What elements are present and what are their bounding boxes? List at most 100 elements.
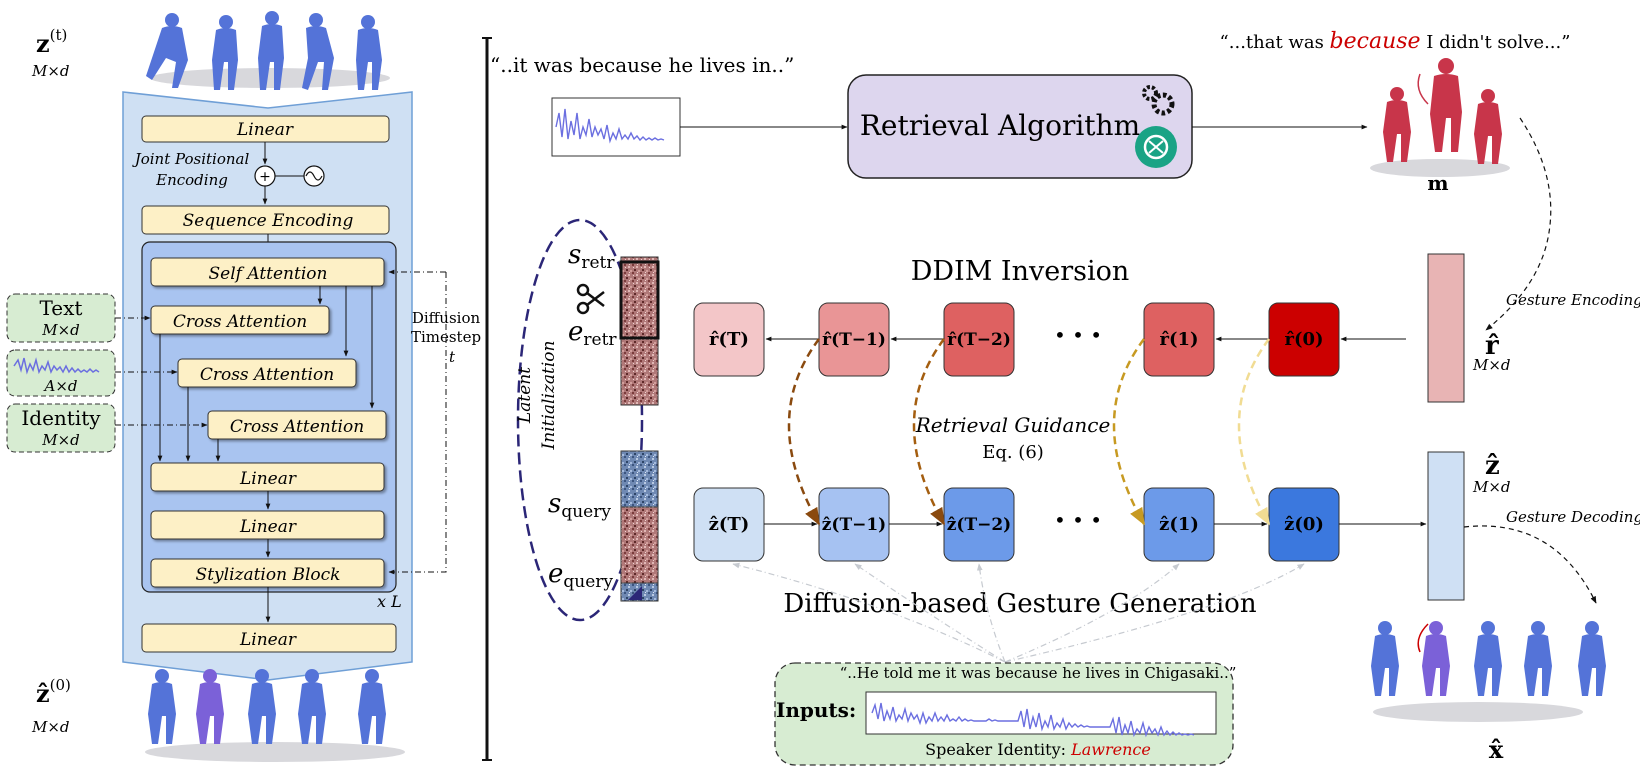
query-noise-strip-red: [620, 506, 659, 584]
svg-text:ẑ(0): ẑ(0): [1284, 514, 1324, 535]
z-node-row: ẑ(T) ẑ(T−1) ẑ(T−2) • • • ẑ(1) ẑ(0): [693, 487, 1340, 562]
retrieval-algorithm-box: Retrieval Algorithm: [847, 74, 1193, 179]
s-retr-label: sretr: [568, 240, 615, 273]
gesture-decoding-arrow: [1463, 525, 1597, 604]
output-gesture-symbol: x̂: [1489, 735, 1504, 764]
r-hat-latent-bar: [1427, 253, 1465, 403]
gesture-decoding-label: Gesture Decoding: [1506, 508, 1640, 526]
timestep-connectors: [388, 269, 447, 575]
ddim-inversion-title: DDIM Inversion: [911, 256, 1130, 287]
cross-attention-1-block: [150, 305, 330, 335]
output-latent-dims: M×d: [31, 718, 70, 736]
linear-bottom-block: Linear: [141, 623, 397, 653]
input-latent-label: z(t): [36, 26, 67, 58]
diffusion-timestep-label-1: Diffusion: [412, 309, 481, 327]
linear-2-label: Linear: [239, 517, 297, 537]
panel-divider: [482, 37, 492, 761]
cross-attention-3-label: Cross Attention: [230, 417, 364, 437]
self-attention-label: Self Attention: [209, 264, 328, 284]
input-speech-quote: “..it was because he lives in..”: [490, 53, 794, 77]
inputs-transcript: “..He told me it was because he lives in…: [840, 664, 1237, 682]
condition-connectors: [115, 315, 208, 428]
repeat-count-label: x L: [377, 592, 402, 611]
audio-waveform-icon: [13, 357, 100, 375]
svg-text:Text: Text: [40, 296, 83, 320]
joint-pe-label-2: Encoding: [155, 171, 228, 189]
retrieved-motion-symbol: m: [1427, 171, 1448, 195]
method-panel: “..it was because he lives in..” Retriev…: [490, 29, 1640, 766]
diffusion-timestep-symbol: t: [449, 348, 456, 366]
text-condition-box: Text M×d: [6, 293, 116, 343]
svg-text:Retrieval Algorithm: Retrieval Algorithm: [860, 109, 1140, 142]
retrieved-segment-highlight: [619, 260, 660, 340]
input-latent-dims: M×d: [31, 62, 70, 80]
scissors-icon: [576, 283, 605, 315]
stylization-label: Stylization Block: [196, 565, 341, 585]
svg-text:+: +: [259, 169, 271, 185]
audio-waveform-icon: [555, 108, 665, 144]
cross-attention-2-label: Cross Attention: [200, 365, 334, 385]
query-noise-strip-blue-top: [620, 450, 659, 508]
svg-text:ẑ(T−2): ẑ(T−2): [947, 515, 1011, 535]
sinusoid-icon: [303, 165, 325, 187]
latent-initialization-label-2: Initialization: [539, 341, 559, 451]
gesture-encoding-arrow: [1485, 117, 1552, 331]
z-row-ellipsis: • • •: [1054, 508, 1102, 532]
retrieval-guidance-label: Retrieval Guidance: [915, 413, 1111, 437]
speaker-identity: Speaker Identity: Lawrence: [925, 740, 1151, 759]
sequence-encoding-block: Sequence Encoding: [141, 205, 390, 235]
r-row-ellipsis: • • •: [1054, 323, 1102, 347]
input-motion-figures: [146, 11, 390, 90]
equation-reference: Eq. (6): [982, 442, 1044, 463]
output-latent-label: ẑ(0): [36, 676, 71, 708]
output-motion-figures: [145, 669, 405, 762]
e-query-label: equery: [548, 559, 613, 592]
inputs-box: Inputs: “..He told me it was because he …: [774, 662, 1237, 766]
gesture-encoding-label: Gesture Encoding: [1506, 291, 1640, 309]
output-gesture-figures: [1371, 621, 1606, 722]
linear-top-block: Linear: [141, 115, 390, 143]
svg-text:Linear: Linear: [239, 630, 297, 650]
r-hat-label: r̂: [1485, 331, 1499, 361]
svg-text:r̂(T−1): r̂(T−1): [822, 330, 886, 350]
audio-condition-box: A×d: [6, 349, 116, 397]
svg-text:Linear: Linear: [236, 120, 294, 140]
r-hat-dims: M×d: [1472, 356, 1511, 374]
audio-waveform-icon: [871, 702, 1195, 738]
svg-text:ẑ(1): ẑ(1): [1159, 514, 1199, 535]
cross-attention-1-label: Cross Attention: [173, 312, 307, 332]
add-icon: +: [254, 165, 276, 187]
cross-attention-2-block: [177, 358, 357, 388]
svg-text:Sequence Encoding: Sequence Encoding: [183, 211, 354, 231]
e-retr-label: eretr: [568, 317, 617, 350]
gear-icon: [1142, 85, 1175, 116]
joint-pe-label-1: Joint Positional: [132, 150, 250, 168]
svg-text:r̂(0): r̂(0): [1284, 329, 1323, 350]
z-hat-dims: M×d: [1472, 478, 1511, 496]
svg-text:r̂(T): r̂(T): [709, 329, 749, 350]
latent-initialization-label-1: Latent: [515, 367, 535, 424]
svg-text:r̂(1): r̂(1): [1159, 329, 1198, 350]
r-node-T: [693, 302, 765, 377]
latent-initialization-ellipse: [516, 218, 644, 622]
retrieved-noise-strip: [620, 256, 659, 406]
s-query-label: squery: [548, 489, 611, 522]
svg-text:M×d: M×d: [41, 431, 80, 449]
svg-text:ẑ(T): ẑ(T): [709, 514, 750, 535]
svg-text:M×d: M×d: [41, 321, 80, 339]
z-hat-label: ẑ: [1485, 451, 1500, 481]
architecture-panel: z(t) M×d Linear Joint Positional Encodin…: [6, 11, 481, 762]
conditioning-arrows: [732, 562, 1305, 663]
retrieved-motion-figures: [1370, 58, 1510, 177]
input-audio-waveform: [551, 97, 681, 157]
copy-arrow-head-icon: [628, 586, 642, 600]
inputs-audio-frame: [865, 691, 1217, 735]
cross-attention-3-block: [207, 410, 387, 440]
self-attention-block: [150, 257, 385, 287]
svg-text:ẑ(T−1): ẑ(T−1): [822, 515, 886, 535]
linear-1-label: Linear: [239, 469, 297, 489]
retrieval-guidance-arrows: [787, 338, 1271, 526]
identity-condition-box: Identity M×d: [6, 403, 116, 453]
diffusion-generation-title: Diffusion-based Gesture Generation: [783, 589, 1256, 619]
retrieved-speech-quote: “...that was because I didn't solve...”: [1220, 29, 1571, 54]
